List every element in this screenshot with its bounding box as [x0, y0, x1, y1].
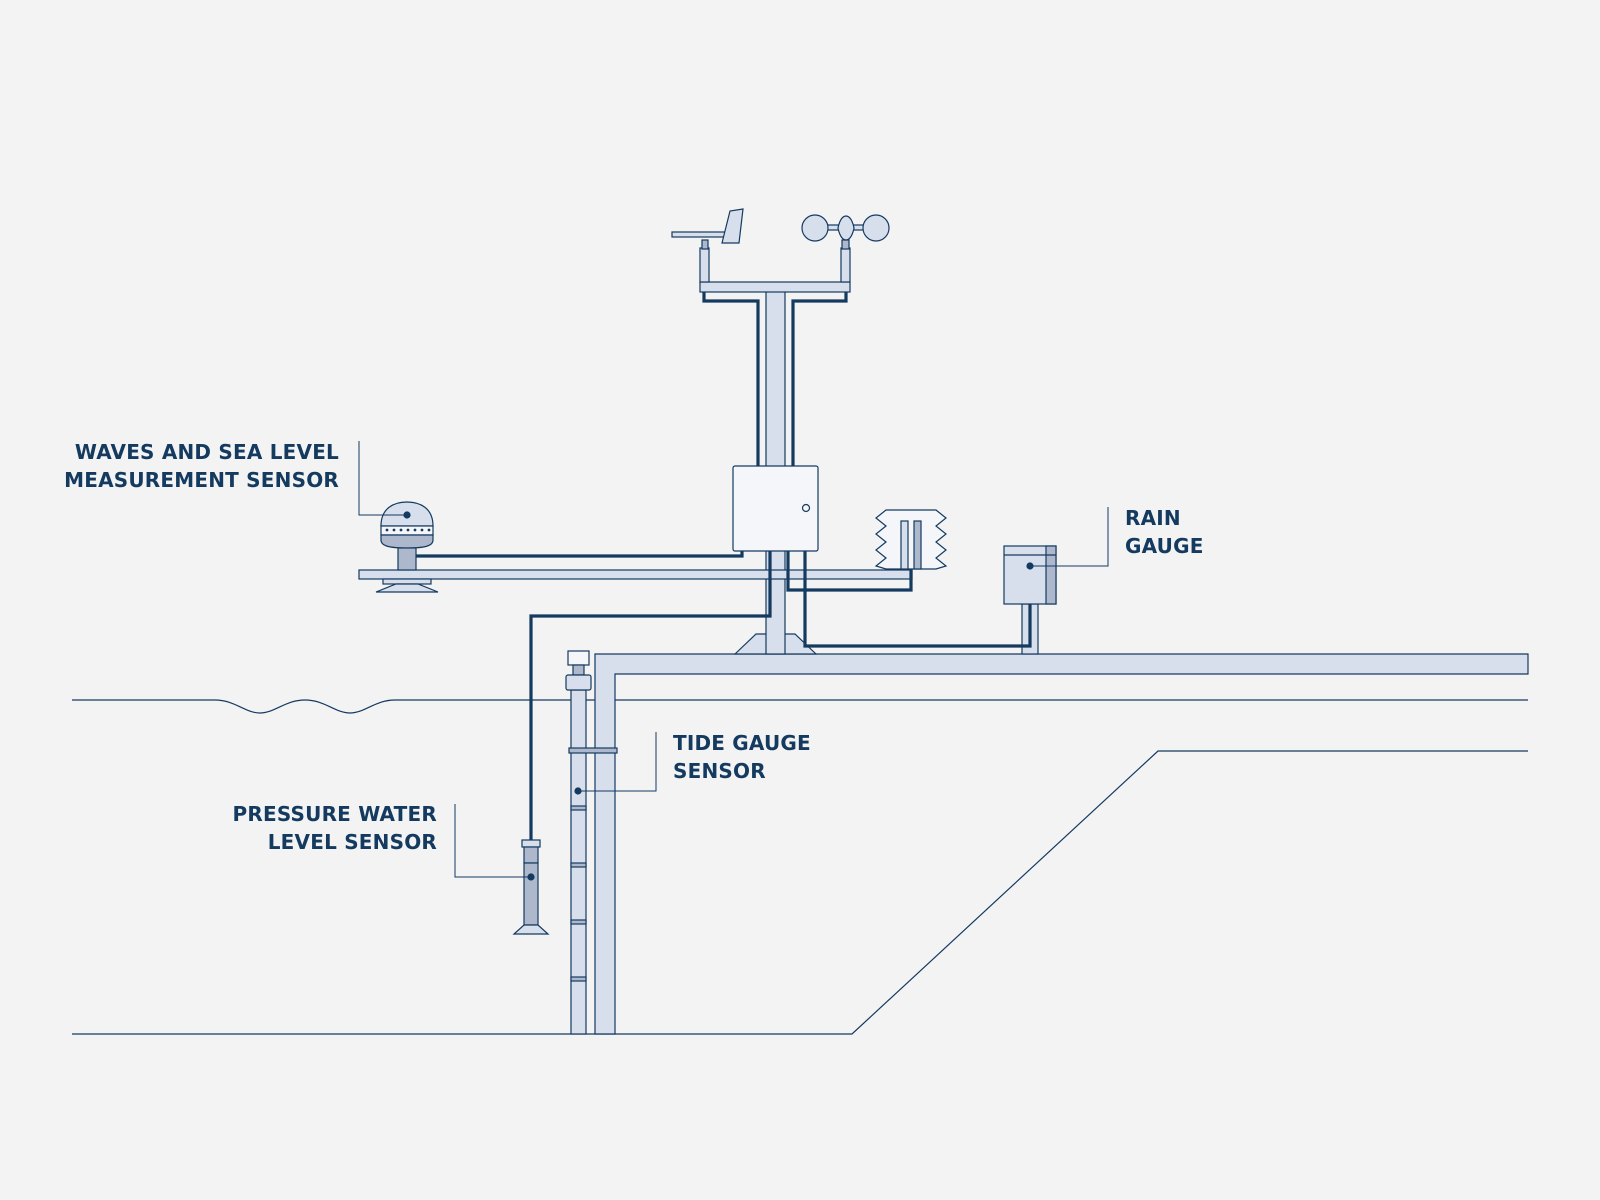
sensor-arm — [358, 569, 913, 580]
anemometer-post — [840, 247, 851, 283]
terrain — [72, 699, 1528, 1035]
pressure-sensor-foot — [512, 924, 550, 935]
label-pressure-sensor: PRESSURE WATER LEVEL SENSOR — [233, 800, 438, 856]
tide-gauge-head-neck — [572, 664, 585, 676]
cable-radar-sensor — [416, 551, 744, 558]
rain-gauge — [1003, 545, 1057, 655]
temperature-screen-sensor-right — [913, 520, 922, 570]
label-tide-gauge-line-2: SENSOR — [673, 759, 766, 783]
temperature-screen-louvers — [874, 509, 948, 570]
radar-sensor-horn — [375, 583, 439, 593]
radar-sensor — [375, 501, 439, 593]
tide-gauge-ring-4 — [570, 976, 587, 982]
cable-anemometer — [791, 292, 848, 466]
temperature-screen — [874, 509, 948, 570]
pressure-sensor — [512, 839, 550, 935]
label-pressure-sensor-line-2: LEVEL SENSOR — [267, 830, 437, 854]
cable-rain-gauge — [803, 551, 1032, 648]
radar-sensor-neck — [397, 547, 417, 571]
tide-gauge-head-top — [567, 650, 590, 666]
anemometer — [801, 214, 890, 283]
wind-vane-post — [699, 247, 710, 283]
label-pressure-sensor-line-1: PRESSURE WATER — [232, 802, 437, 826]
radar-sensor-band-dots — [385, 528, 431, 532]
quay-structure — [594, 653, 1529, 1035]
mast-top-crossbar — [699, 281, 851, 293]
water-surface-line — [72, 699, 1528, 714]
wind-vane — [671, 208, 744, 283]
tide-gauge-ring-1 — [570, 805, 587, 811]
label-rain-gauge: RAIN GAUGE — [1125, 504, 1204, 560]
control-box — [732, 465, 819, 552]
wind-vane-collar — [701, 239, 709, 250]
radar-sensor-lower — [380, 534, 434, 549]
temperature-screen-sensor-left — [900, 520, 909, 570]
cable-temperature-screen — [786, 551, 913, 592]
radar-sensor-mount — [382, 578, 432, 585]
leader-pressure-sensor — [454, 804, 531, 878]
control-box-lock — [801, 503, 811, 513]
label-waves-sensor: WAVES AND SEA LEVEL MEASUREMENT SENSOR — [64, 438, 339, 494]
label-waves-sensor-line-2: MEASUREMENT SENSOR — [64, 468, 339, 492]
tide-gauge-pipe — [570, 689, 587, 1035]
label-rain-gauge-line-1: RAIN — [1125, 506, 1181, 530]
label-waves-sensor-line-1: WAVES AND SEA LEVEL — [74, 440, 339, 464]
anemometer-cup-center — [837, 215, 855, 241]
mast — [358, 281, 913, 655]
leader-waves-sensor — [358, 441, 407, 516]
cable-wind-vane — [702, 292, 760, 466]
tide-gauge — [565, 650, 618, 1035]
quay-deck — [594, 653, 1529, 1035]
rain-gauge-side — [1045, 545, 1057, 605]
leader-lines — [358, 441, 1109, 878]
cables — [416, 292, 1032, 840]
cable-pressure-sensor — [529, 551, 772, 840]
pressure-sensor-body — [523, 862, 539, 926]
pressure-sensor-collar — [523, 846, 539, 864]
sea-floor-line — [72, 750, 1528, 1035]
label-rain-gauge-line-2: GAUGE — [1125, 534, 1204, 558]
tide-gauge-ring-2 — [570, 862, 587, 868]
anemometer-cup-left — [801, 214, 829, 242]
tide-gauge-ring-3 — [570, 919, 587, 925]
tide-gauge-bracket — [568, 747, 618, 754]
wind-vane-fin — [721, 208, 744, 244]
anemometer-collar — [841, 239, 850, 250]
label-tide-gauge: TIDE GAUGE SENSOR — [673, 729, 811, 785]
leader-tide-gauge — [578, 732, 657, 792]
tide-gauge-head-body — [565, 674, 592, 691]
pressure-sensor-cap — [521, 839, 541, 848]
control-box-body — [732, 465, 819, 552]
leader-rain-gauge — [1030, 507, 1109, 567]
anemometer-cup-right — [862, 214, 890, 242]
label-tide-gauge-line-1: TIDE GAUGE — [673, 731, 811, 755]
